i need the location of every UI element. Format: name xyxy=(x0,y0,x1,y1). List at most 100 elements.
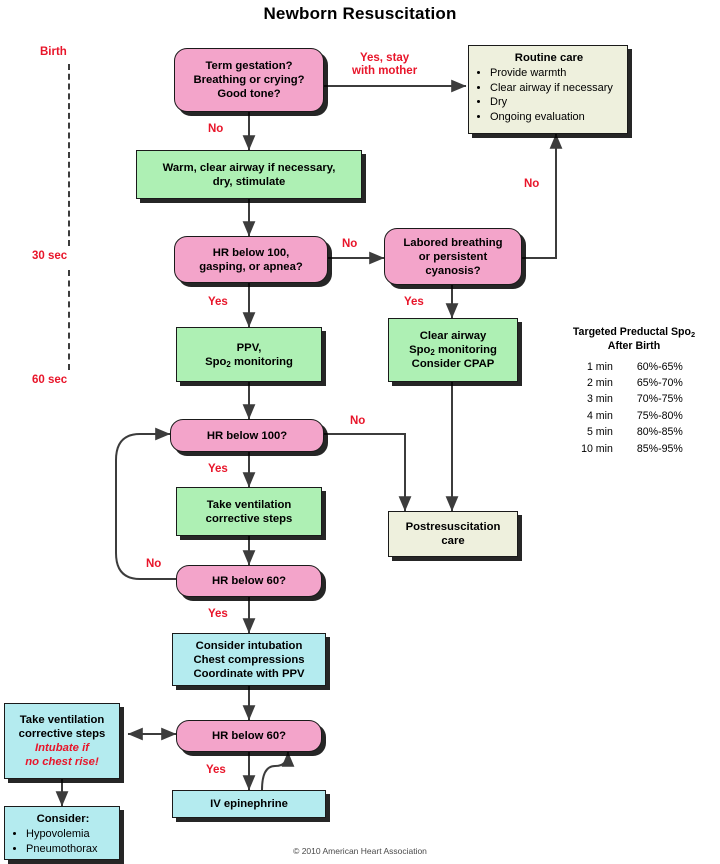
spo2-range: 80%-85% xyxy=(636,426,683,439)
spo2-time: 5 min xyxy=(586,426,613,439)
spo2-target-table: Targeted Preductal Spo2 After Birth 1 mi… xyxy=(556,326,712,457)
node-postresuscitation-care[interactable]: Postresuscitation care xyxy=(388,511,518,557)
spo2-time: 3 min xyxy=(586,393,613,406)
spo2-time: 10 min xyxy=(581,442,613,455)
spo2-range: 85%-95% xyxy=(636,442,683,455)
node-hr-below-100[interactable]: HR below 100? xyxy=(170,419,324,452)
hr100-apnea-line-2: gasping, or apnea? xyxy=(199,260,303,273)
vent-steps-line-2: corrective steps xyxy=(205,512,293,525)
labored-line-1: Labored breathing xyxy=(403,236,503,249)
node-hr-below-100-gasping[interactable]: HR below 100, gasping, or apnea? xyxy=(174,236,328,283)
edge-label-no-labored: No xyxy=(524,178,540,190)
node-routine-care[interactable]: Routine care Provide warmth Clear airway… xyxy=(468,45,628,134)
intubation-line-2: Chest compressions xyxy=(193,653,305,666)
clear-airway-line-3: Consider CPAP xyxy=(411,358,495,370)
edge-label-no-hr60-a: No xyxy=(146,558,162,570)
timeline: Birth 30 sec 60 sec xyxy=(18,46,114,396)
node-warm-clear-airway[interactable]: Warm, clear airway if necessary, dry, st… xyxy=(136,150,362,199)
postresus-line-1: Postresuscitation xyxy=(405,521,501,533)
edge-label-yes-labored: Yes xyxy=(404,296,424,308)
clear-airway-line-2: Spo2 monitoring xyxy=(409,344,497,357)
clear-airway-line-1: Clear airway xyxy=(419,330,487,342)
spo2-table-heading: Targeted Preductal Spo2 After Birth xyxy=(556,326,712,354)
consider-list: Hypovolemia Pneumothorax xyxy=(13,827,98,856)
spo2-heading-line-1: Targeted Preductal Spo2 xyxy=(572,326,696,339)
edge-label-yes-hr100: Yes xyxy=(208,463,228,475)
spo2-range: 70%-75% xyxy=(636,393,683,406)
hr100-line-1: HR below 100? xyxy=(206,429,288,442)
postresus-line-2: care xyxy=(441,535,465,547)
list-item: Hypovolemia xyxy=(26,827,98,842)
edge-label-yes-hr100-apnea: Yes xyxy=(208,296,228,308)
table-row: 5 min 80%-85% xyxy=(556,424,712,440)
table-row: 1 min 60%-65% xyxy=(556,359,712,375)
edge-label-no-assess: No xyxy=(208,123,224,135)
assess-line-1: Term gestation? xyxy=(205,60,293,72)
spo2-rows: 1 min 60%-65% 2 min 65%-70% 3 min 70%-75… xyxy=(556,359,712,457)
table-row: 3 min 70%-75% xyxy=(556,391,712,407)
timeline-dash-lower xyxy=(68,270,70,370)
node-hr-below-60-first[interactable]: HR below 60? xyxy=(176,565,322,597)
epinephrine-line-1: IV epinephrine xyxy=(210,798,288,810)
edge-label-yes-stay-with-mother: Yes, stay with mother xyxy=(352,52,417,78)
node-hr-below-60-second[interactable]: HR below 60? xyxy=(176,720,322,752)
intubation-line-1: Consider intubation xyxy=(195,639,303,652)
hr60-b-line-1: HR below 60? xyxy=(211,730,287,742)
consider-heading: Consider: xyxy=(36,813,90,825)
node-clear-airway-cpap[interactable]: Clear airway Spo2 monitoring Consider CP… xyxy=(388,318,518,382)
ppv-line-1: PPV, xyxy=(236,341,262,354)
page-title: Newborn Resuscitation xyxy=(263,4,457,23)
labored-line-3: cyanosis? xyxy=(425,264,481,277)
spo2-time: 2 min xyxy=(586,377,613,390)
edge-label-no-hr100-apnea: No xyxy=(342,238,358,250)
intubation-line-3: Coordinate with PPV xyxy=(193,667,305,680)
node-iv-epinephrine[interactable]: IV epinephrine xyxy=(172,790,326,818)
assess-line-2: Breathing or crying? xyxy=(193,74,305,86)
yes-stay-line-2: with mother xyxy=(352,65,418,78)
warm-line-2: dry, stimulate xyxy=(212,175,286,188)
copyright-notice: © 2010 American Heart Association xyxy=(293,846,427,856)
vent-left-line-2: corrective steps xyxy=(18,728,106,740)
hr100-apnea-line-1: HR below 100, xyxy=(212,246,290,259)
vent-left-line-3: Intubate if xyxy=(35,742,89,754)
spo2-heading-line-2: After Birth xyxy=(607,339,661,352)
vent-left-line-1: Take ventilation xyxy=(19,714,105,726)
spo2-range: 60%-65% xyxy=(636,360,683,373)
edge-label-no-hr100: No xyxy=(350,415,366,427)
node-labored-breathing[interactable]: Labored breathing or persistent cyanosis… xyxy=(384,228,522,285)
node-initial-assessment[interactable]: Term gestation? Breathing or crying? Goo… xyxy=(174,48,324,112)
list-item: Pneumothorax xyxy=(26,842,98,857)
edge-label-yes-hr60-a: Yes xyxy=(208,608,228,620)
table-row: 4 min 75%-80% xyxy=(556,408,712,424)
vent-left-line-4: no chest rise! xyxy=(25,756,99,768)
node-take-ventilation-corrective-steps[interactable]: Take ventilation corrective steps xyxy=(176,487,322,536)
labored-line-2: or persistent xyxy=(418,250,488,263)
spo2-time: 4 min xyxy=(586,409,613,422)
timeline-label-30sec: 30 sec xyxy=(32,250,68,262)
node-consider-intubation[interactable]: Consider intubation Chest compressions C… xyxy=(172,633,326,686)
timeline-label-60sec: 60 sec xyxy=(32,374,68,386)
spo2-range: 65%-70% xyxy=(636,377,683,390)
spo2-range: 75%-80% xyxy=(636,409,683,422)
routine-care-list: Provide warmth Clear airway if necessary… xyxy=(477,66,613,125)
edge-label-yes-hr60-b: Yes xyxy=(206,764,226,776)
table-row: 2 min 65%-70% xyxy=(556,375,712,391)
vent-steps-line-1: Take ventilation xyxy=(206,498,292,511)
node-ppv-monitoring[interactable]: PPV, Spo2 monitoring xyxy=(176,327,322,382)
yes-stay-line-1: Yes, stay xyxy=(359,52,410,64)
timeline-dash-upper xyxy=(68,64,70,246)
table-row: 10 min 85%-95% xyxy=(556,440,712,456)
timeline-label-birth: Birth xyxy=(40,46,67,58)
assess-line-3: Good tone? xyxy=(217,88,281,100)
list-item: Clear airway if necessary xyxy=(490,81,613,96)
spo2-time: 1 min xyxy=(586,360,613,373)
routine-care-heading: Routine care xyxy=(514,52,584,64)
hr60-a-line-1: HR below 60? xyxy=(211,575,287,587)
list-item: Provide warmth xyxy=(490,66,613,81)
list-item: Dry xyxy=(490,95,613,110)
node-take-ventilation-corrective-steps-left[interactable]: Take ventilation corrective steps Intuba… xyxy=(4,703,120,779)
list-item: Ongoing evaluation xyxy=(490,110,613,125)
ppv-line-2: Spo2 monitoring xyxy=(205,355,293,369)
node-consider-causes[interactable]: Consider: Hypovolemia Pneumothorax xyxy=(4,806,120,860)
warm-line-1: Warm, clear airway if necessary, xyxy=(162,161,336,174)
